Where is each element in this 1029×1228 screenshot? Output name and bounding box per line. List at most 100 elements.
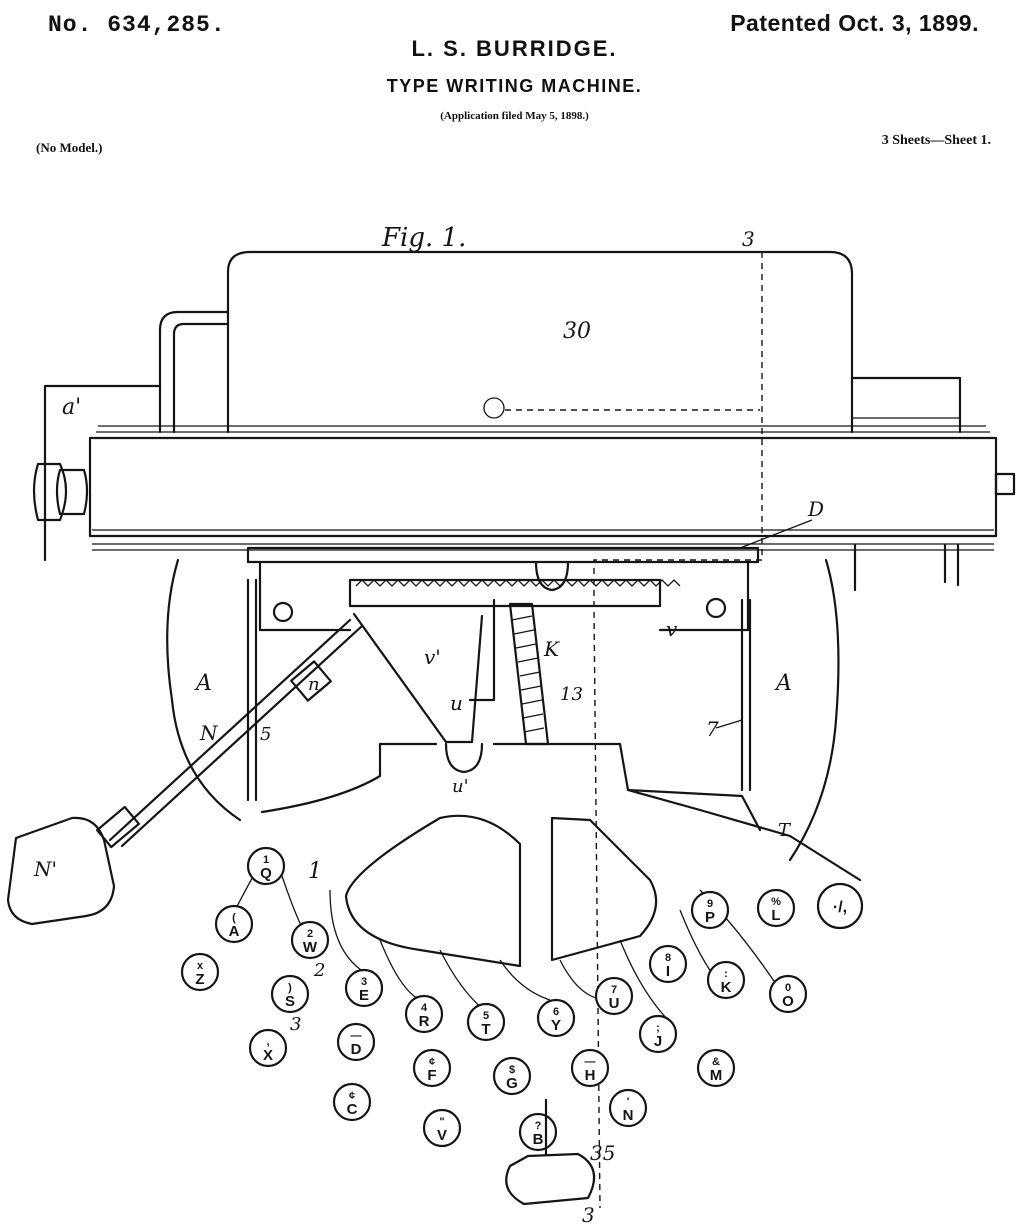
key-r: 4R (404, 994, 444, 1034)
key-cap (648, 944, 688, 984)
key-N1 (6, 816, 116, 926)
key-cap (214, 904, 254, 944)
key-cap (344, 968, 384, 1008)
label-a1: a' (62, 395, 81, 420)
key-upper-char: & (712, 1056, 720, 1068)
label-N: N (199, 721, 219, 745)
key-l: %L (756, 888, 796, 928)
key-lower-char: M (710, 1067, 723, 1084)
key-lower-char: K (721, 979, 732, 996)
key-lower-char: H (585, 1067, 596, 1084)
key-h: —H (570, 1048, 610, 1088)
key-cap (690, 890, 730, 930)
key-cap (816, 882, 864, 930)
key-lower-char: N (623, 1107, 634, 1124)
window-left (344, 814, 522, 968)
right-knob (994, 472, 1016, 496)
patent-date: Patented Oct. 3, 1899. (730, 10, 979, 36)
rack-bar (348, 578, 662, 608)
key-cap (412, 1048, 452, 1088)
key-f: ¢F (412, 1048, 452, 1088)
patent-number: No. 634,285. (48, 12, 226, 38)
key-cap (536, 998, 576, 1038)
key-lower-char: Y (551, 1017, 561, 1034)
key-upper-char: 6 (553, 1006, 559, 1018)
type-bar-N (108, 618, 364, 848)
label-5: 5 (260, 724, 271, 745)
key-lower-char: A (229, 923, 240, 940)
key-upper-char: 5 (483, 1010, 489, 1022)
key-cap (696, 1048, 736, 1088)
label-section-top: 3 (742, 227, 755, 251)
key-upper-char: ' (627, 1096, 630, 1108)
key-t: 5T (466, 1002, 506, 1042)
right-frame-A (788, 558, 840, 862)
label-section-bottom: 3 (582, 1203, 595, 1227)
key-lower-char: W (303, 939, 318, 956)
label-n: n (308, 674, 320, 695)
label-A-left: A (194, 671, 212, 696)
key-lower-char: S (285, 993, 295, 1010)
key-upper-char: : (724, 968, 728, 980)
key-upper-char: 2 (307, 928, 313, 940)
key-upper-char: 9 (707, 898, 713, 910)
key-cap (608, 1088, 648, 1128)
key-upper-char: 4 (421, 1002, 428, 1014)
label-7: 7 (706, 717, 719, 741)
left-box (43, 384, 162, 562)
key-lower-char: Q (260, 865, 272, 882)
link-u (468, 598, 496, 702)
label-u: u (450, 691, 463, 715)
key-upper-char: x (197, 960, 204, 972)
segment-arm (352, 612, 484, 744)
key-g: $G (492, 1056, 532, 1096)
key-upper-char: — (351, 1030, 362, 1042)
pawl (534, 560, 570, 592)
keyboard-plate (260, 742, 862, 882)
key-z: xZ (180, 952, 220, 992)
patent-title: TYPE WRITING MACHINE. (386, 76, 643, 96)
key-lower-char: P (705, 909, 715, 926)
key-cap (180, 952, 220, 992)
key-cap (638, 1014, 678, 1054)
key-cap (290, 920, 330, 960)
key-y: 6Y (536, 998, 576, 1038)
key-lower-char: T (481, 1021, 490, 1038)
key-cap (570, 1048, 610, 1088)
label-13: 13 (560, 684, 583, 705)
key-upper-char: 3 (361, 976, 367, 988)
label-2: 2 (313, 960, 325, 981)
key-c: ¢C (332, 1082, 372, 1122)
key-lower-char: C (347, 1101, 358, 1118)
key-k: :K (706, 960, 746, 1000)
label-N1: N' (33, 857, 57, 881)
right-box (850, 376, 962, 434)
key-w: 2W (290, 920, 330, 960)
key-upper-char: ¢ (429, 1056, 435, 1068)
key-cap (270, 974, 310, 1014)
key-lower-char: F (427, 1067, 436, 1084)
figure-caption: Fig. 1. (381, 223, 466, 253)
link-u1 (444, 742, 484, 774)
key-cap (492, 1056, 532, 1096)
key-b: ?B (518, 1112, 558, 1152)
label-D: D (807, 497, 824, 521)
key-cap (768, 974, 808, 1014)
application-filed: (Application filed May 5, 1898.) (440, 110, 589, 122)
key-cap (594, 976, 634, 1016)
key-p: 9P (690, 890, 730, 930)
key-cap (466, 1002, 506, 1042)
key-upper-char: 8 (665, 952, 671, 964)
key-j: ;J (638, 1014, 678, 1054)
key-lower-char: L (771, 907, 780, 924)
label-1: 1 (308, 859, 322, 884)
inventor-name: L. S. BURRIDGE. (411, 36, 618, 61)
key-lower-char: E (359, 987, 369, 1004)
key-punct: ·/, (816, 882, 864, 930)
key-a: (A (214, 904, 254, 944)
left-bracket (158, 310, 230, 434)
paper-table (226, 250, 854, 434)
key-lower-char: B (533, 1131, 544, 1148)
key-lower-char: G (506, 1075, 518, 1092)
